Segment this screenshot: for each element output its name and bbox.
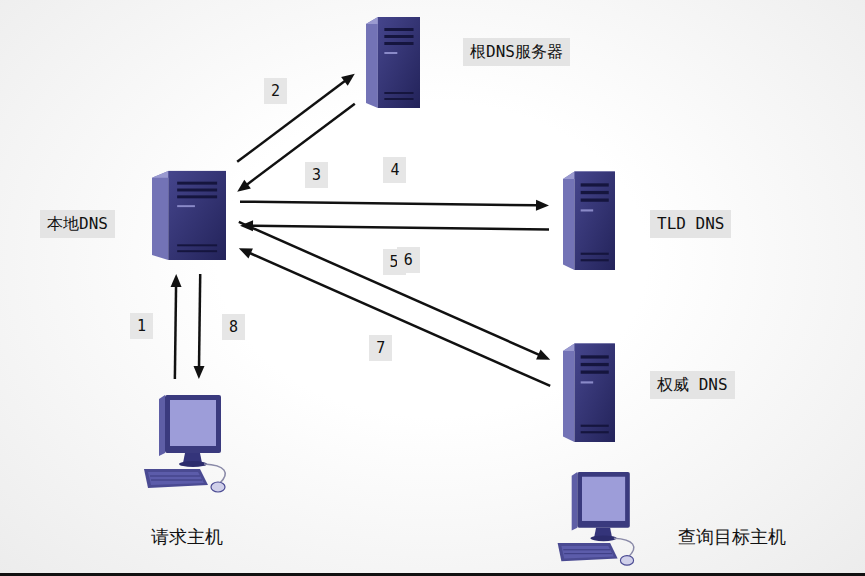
server-icon <box>366 12 420 108</box>
arrow-line <box>252 226 549 230</box>
query-arrow <box>237 104 355 192</box>
query-arrow <box>239 248 550 386</box>
server-icon <box>152 166 226 260</box>
arrow-head <box>536 349 550 359</box>
query-arrow <box>194 274 205 379</box>
arrow-line <box>175 286 176 379</box>
step-number: 8 <box>222 314 245 340</box>
query-arrow <box>239 222 550 360</box>
query-arrow <box>240 220 549 231</box>
arrow-line <box>240 202 537 206</box>
dns-server: TLD DNS <box>563 166 615 270</box>
arrow-line <box>237 81 345 162</box>
arrow-head <box>536 200 549 211</box>
host-computer: 请求主机 <box>138 393 234 497</box>
arrow-head <box>239 248 253 258</box>
arrow-line <box>199 274 200 367</box>
step-number: 1 <box>130 313 153 339</box>
arrow-head <box>341 74 355 86</box>
host-label: 查询目标主机 <box>678 526 786 548</box>
node-label: TLD DNS <box>650 210 731 238</box>
node-label: 根DNS服务器 <box>463 38 570 66</box>
server-icon <box>563 166 615 270</box>
step-number: 3 <box>305 162 328 188</box>
dns-server: 根DNS服务器 <box>366 12 420 108</box>
host-label: 请求主机 <box>151 526 223 548</box>
dns-server: 权威 DNS <box>563 338 615 442</box>
node-label: 本地DNS <box>40 210 115 238</box>
arrow-head <box>171 274 182 287</box>
step-number: 4 <box>383 157 406 183</box>
query-arrow <box>240 200 549 211</box>
arrow-head <box>237 180 251 192</box>
query-arrow <box>171 274 182 379</box>
node-label: 权威 DNS <box>650 371 735 399</box>
server-icon <box>563 338 615 442</box>
step-number: 2 <box>264 78 287 104</box>
step-number: 7 <box>369 335 392 361</box>
step-number: 6 <box>397 247 420 273</box>
bottom-border <box>0 573 865 576</box>
host-computer: 查询目标主机 <box>552 470 642 570</box>
arrow-line <box>247 104 355 185</box>
arrow-head <box>194 366 205 379</box>
computer-icon <box>138 393 234 497</box>
dns-server: 本地DNS <box>152 166 226 260</box>
computer-icon <box>552 470 642 570</box>
